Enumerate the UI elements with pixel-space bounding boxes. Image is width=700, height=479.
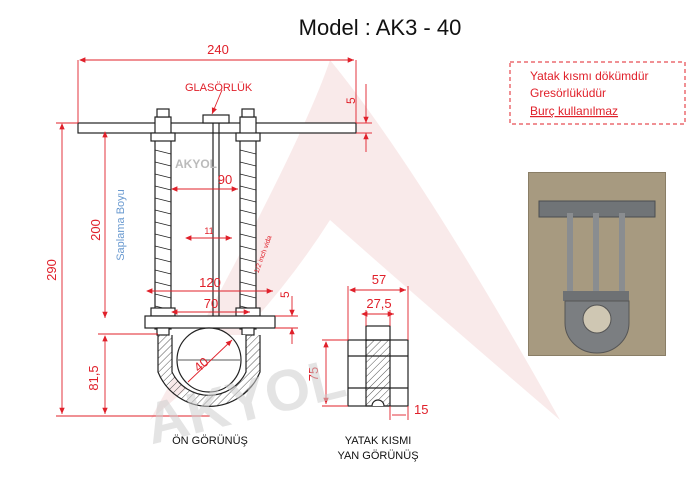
product-photo <box>528 172 666 356</box>
dim-5b: 5 <box>278 291 292 298</box>
dim-total-290: 290 <box>44 259 59 281</box>
dim-width-240: 240 <box>207 42 229 57</box>
model-title: Model : AK3 - 40 <box>299 15 462 40</box>
side-view-label-1: YATAK KISMI <box>345 435 412 447</box>
front-view-label: ÖN GÖRÜNÜŞ <box>172 435 248 447</box>
dim-height-200: 200 <box>88 219 103 241</box>
dim-plate-5: 5 <box>344 97 358 104</box>
dim-75: 75 <box>306 367 321 381</box>
note-line-1: Yatak kısmı dökümdür <box>530 69 649 83</box>
side-view <box>347 325 409 407</box>
rod-length-label: Saplama Boyu <box>115 189 127 261</box>
side-boss <box>365 325 391 341</box>
bottom-plate <box>144 315 276 329</box>
front-dimensions <box>56 57 372 417</box>
dim-rod-gap-90: 90 <box>218 172 232 187</box>
dim-27-5: 27,5 <box>366 296 391 311</box>
front-view <box>77 108 357 408</box>
dim-15: 15 <box>414 402 428 417</box>
grease-label: GLASÖRLÜK <box>185 82 253 94</box>
dim-120: 120 <box>199 275 221 290</box>
top-plate <box>77 122 357 134</box>
note-line-3: Burç kullanılmaz <box>530 104 618 118</box>
dim-inner-11: 11 <box>204 226 213 236</box>
side-view-label-2: YAN GÖRÜNÜŞ <box>337 450 418 462</box>
note-box: Yatak kısmı dökümdür Gresörlüküdür Burç … <box>509 61 686 125</box>
note-line-2: Gresörlüküdür <box>530 86 606 100</box>
grease-nipple <box>202 114 230 124</box>
watermark-small: AKYOL <box>175 157 217 171</box>
dim-57: 57 <box>372 272 386 287</box>
dim-bottom-81-5: 81,5 <box>86 365 101 390</box>
background-swoosh <box>150 60 560 420</box>
dim-70: 70 <box>204 296 218 311</box>
side-dimensions <box>322 286 409 420</box>
